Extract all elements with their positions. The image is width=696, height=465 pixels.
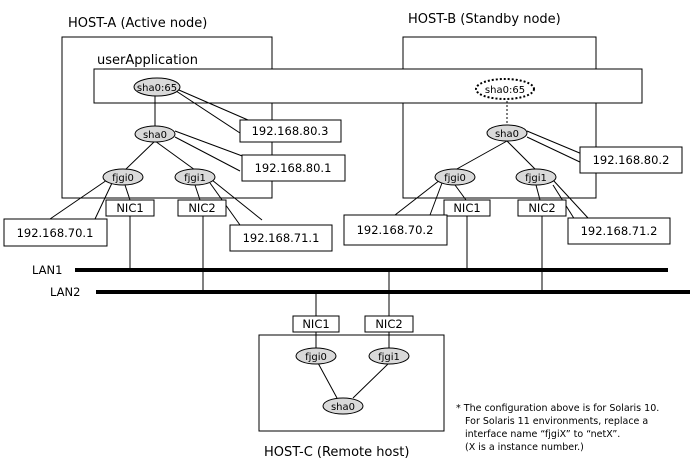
host-c-nic1	[292, 315, 340, 333]
host-b-fjgi1-label: fjgi1	[525, 173, 547, 184]
host-a-nic2	[177, 199, 227, 217]
host-a-virtual-interface	[133, 77, 181, 97]
host-a-fjgi0-label: fjgi0	[112, 173, 134, 184]
host-b-ip-fjgi1-box	[567, 217, 671, 245]
host-b-sha-to-fjgi1-line	[506, 140, 537, 171]
host-b-sha-to-fjgi0-line	[454, 140, 508, 171]
host-a-fjgi1	[174, 168, 216, 186]
note-line-3: interface name “fjgiX” to “netX”.	[465, 429, 620, 440]
leader-ip-fjgi0-b	[394, 179, 441, 216]
host-b-ip-fjgi1: 192.168.71.2	[581, 224, 658, 238]
leader-ip-sha-a	[174, 130, 246, 158]
host-b-nic1-label: NIC1	[453, 201, 480, 215]
host-a-fjgi1-to-nic2-line	[194, 184, 201, 201]
host-c-nic2-label: NIC2	[375, 317, 402, 331]
host-a-nic1-label: NIC1	[116, 201, 143, 215]
host-b-fjgi0-label: fjgi0	[444, 173, 466, 184]
leader-ip-sha-b	[526, 130, 583, 155]
host-c-box	[258, 334, 445, 432]
host-c-fjgi1-label: fjgi1	[378, 352, 400, 363]
leader-ip-fjgi0-b-2	[429, 182, 443, 216]
host-a-ip-sha: 192.168.80.1	[255, 161, 332, 175]
host-c-sha0-label: sha0	[331, 402, 355, 413]
host-c-sha0	[322, 397, 364, 415]
lan1-label: LAN1	[32, 263, 62, 277]
host-c-title: HOST-C (Remote host)	[264, 445, 409, 460]
host-b-ip-sha-box	[579, 146, 683, 174]
note-line-1: * The configuration above is for Solaris…	[456, 403, 659, 414]
leader-ip-fjgi1-b	[552, 179, 589, 219]
host-a-ip-fjgi0: 192.168.70.1	[17, 226, 94, 240]
host-a-box	[61, 36, 273, 199]
host-a-nic1	[105, 199, 155, 217]
leader-ip-fjgi0-a-2	[94, 182, 113, 220]
leader-ip-takeover-a-2	[169, 86, 241, 134]
host-a-ip-fjgi0-box	[3, 218, 108, 247]
host-b-nic1	[443, 199, 491, 217]
host-a-fjgi1-label: fjgi1	[184, 173, 206, 184]
host-b-box	[402, 36, 597, 199]
host-a-fjgi0	[102, 168, 144, 186]
host-c-fjgi0-to-sha	[317, 362, 338, 399]
host-a-sha0-label: sha0	[143, 130, 167, 141]
lan2-label: LAN2	[50, 285, 80, 299]
note-line-2: For Solaris 11 environments, replace a	[465, 416, 648, 427]
host-b-sha0	[486, 124, 528, 142]
host-b-fjgi1-to-nic2-line	[535, 184, 541, 201]
leader-ip-sha-a-2	[174, 136, 241, 172]
host-c-nic2	[364, 315, 414, 333]
leader-ip-takeover-a	[171, 86, 249, 121]
host-a-nic2-label: NIC2	[188, 201, 215, 215]
host-b-nic2	[517, 199, 567, 217]
host-b-nic2-label: NIC2	[528, 201, 555, 215]
host-c-nic1-label: NIC1	[302, 317, 329, 331]
host-b-fjgi0-to-nic1-line	[454, 184, 467, 201]
user-application-label: userApplication	[97, 53, 198, 68]
host-a-ip-takeover: 192.168.80.3	[252, 124, 329, 138]
host-c-fjgi0-label: fjgi0	[305, 352, 327, 363]
host-b-virtual-interface-label: sha0:65	[485, 85, 525, 96]
host-a-sha-to-fjgi0-line	[124, 140, 156, 171]
host-a-fjgi0-to-nic1-line	[124, 184, 131, 201]
host-a-title: HOST-A (Active node)	[68, 16, 207, 31]
host-c-fjgi0	[295, 347, 337, 365]
host-a-ip-fjgi1-box	[229, 224, 333, 252]
host-b-title: HOST-B (Standby node)	[408, 12, 561, 27]
leader-ip-sha-b-2	[526, 136, 583, 164]
note-line-4: (X is a instance number.)	[465, 442, 584, 453]
host-a-ip-sha-box	[241, 154, 346, 182]
host-b-fjgi1	[515, 168, 557, 186]
host-a-ip-fjgi1: 192.168.71.1	[243, 231, 320, 245]
host-a-virtual-interface-label: sha0:65	[137, 83, 177, 94]
host-b-sha0-label: sha0	[495, 129, 519, 140]
host-a-sha0	[134, 125, 176, 143]
host-b-ip-sha: 192.168.80.2	[593, 153, 670, 167]
host-b-ip-fjgi0: 192.168.70.2	[357, 223, 434, 237]
leader-ip-fjgi0-a	[49, 179, 108, 220]
leader-ip-fjgi1-a	[211, 179, 263, 221]
host-b-fjgi0	[434, 168, 476, 186]
host-b-virtual-interface	[475, 78, 535, 100]
host-c-fjgi1	[368, 347, 410, 365]
host-a-ip-takeover-box	[239, 119, 342, 143]
host-a-sha-to-fjgi1-line	[154, 140, 196, 171]
host-b-ip-fjgi0-box	[343, 214, 448, 246]
host-c-fjgi1-to-sha	[352, 362, 390, 399]
